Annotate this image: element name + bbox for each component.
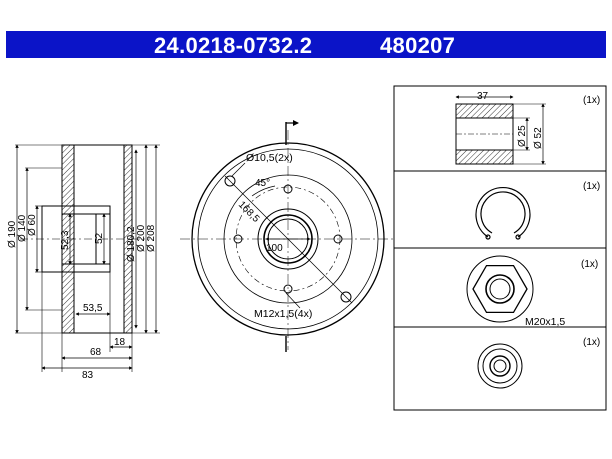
front-view bbox=[180, 120, 396, 352]
dim-d200: Ø 200 bbox=[136, 224, 147, 252]
dim-52-3: 52,3 bbox=[60, 230, 71, 250]
cap-drawing bbox=[477, 343, 523, 389]
bearing-outer-dia: Ø 52 bbox=[533, 127, 544, 149]
alt-number: 480207 bbox=[380, 33, 456, 58]
label-bolt-circle: 100 bbox=[266, 243, 283, 254]
bearing-inner-dia: Ø 25 bbox=[517, 125, 528, 147]
qty-circlip: (1x) bbox=[583, 181, 600, 192]
side-section-view bbox=[15, 144, 160, 372]
qty-bearing: (1x) bbox=[583, 95, 600, 106]
dim-52: 52 bbox=[94, 232, 105, 244]
qty-nut: (1x) bbox=[581, 259, 598, 270]
dim-d60: Ø 60 bbox=[27, 214, 38, 236]
dim-53-5: 53,5 bbox=[83, 303, 103, 314]
dim-d208: Ø 208 bbox=[146, 224, 157, 252]
label-stud-thread: M12x1,5(4x) bbox=[254, 308, 312, 320]
bearing-width: 37 bbox=[477, 91, 489, 102]
bearing-drawing bbox=[455, 95, 546, 165]
label-angle: 45° bbox=[255, 178, 270, 189]
circlip-drawing bbox=[475, 186, 531, 240]
dim-d190: Ø 190 bbox=[7, 220, 18, 248]
dim-18: 18 bbox=[114, 337, 126, 348]
accessory-panel bbox=[393, 85, 607, 411]
dim-d140: Ø 140 bbox=[17, 214, 28, 242]
nut-thread: M20x1,5 bbox=[525, 316, 565, 328]
dim-d180-2: Ø 180,2 bbox=[126, 226, 137, 262]
part-number: 24.0218-0732.2 bbox=[154, 33, 313, 58]
label-screw-hole: Ø10,5(2x) bbox=[246, 152, 293, 164]
dim-68: 68 bbox=[90, 347, 102, 358]
nut-drawing bbox=[466, 255, 534, 323]
dim-83: 83 bbox=[82, 370, 94, 381]
qty-cap: (1x) bbox=[583, 337, 600, 348]
title-bar: 24.0218-0732.2 480207 bbox=[6, 31, 606, 58]
label-pcd: 168,5 bbox=[236, 199, 262, 225]
